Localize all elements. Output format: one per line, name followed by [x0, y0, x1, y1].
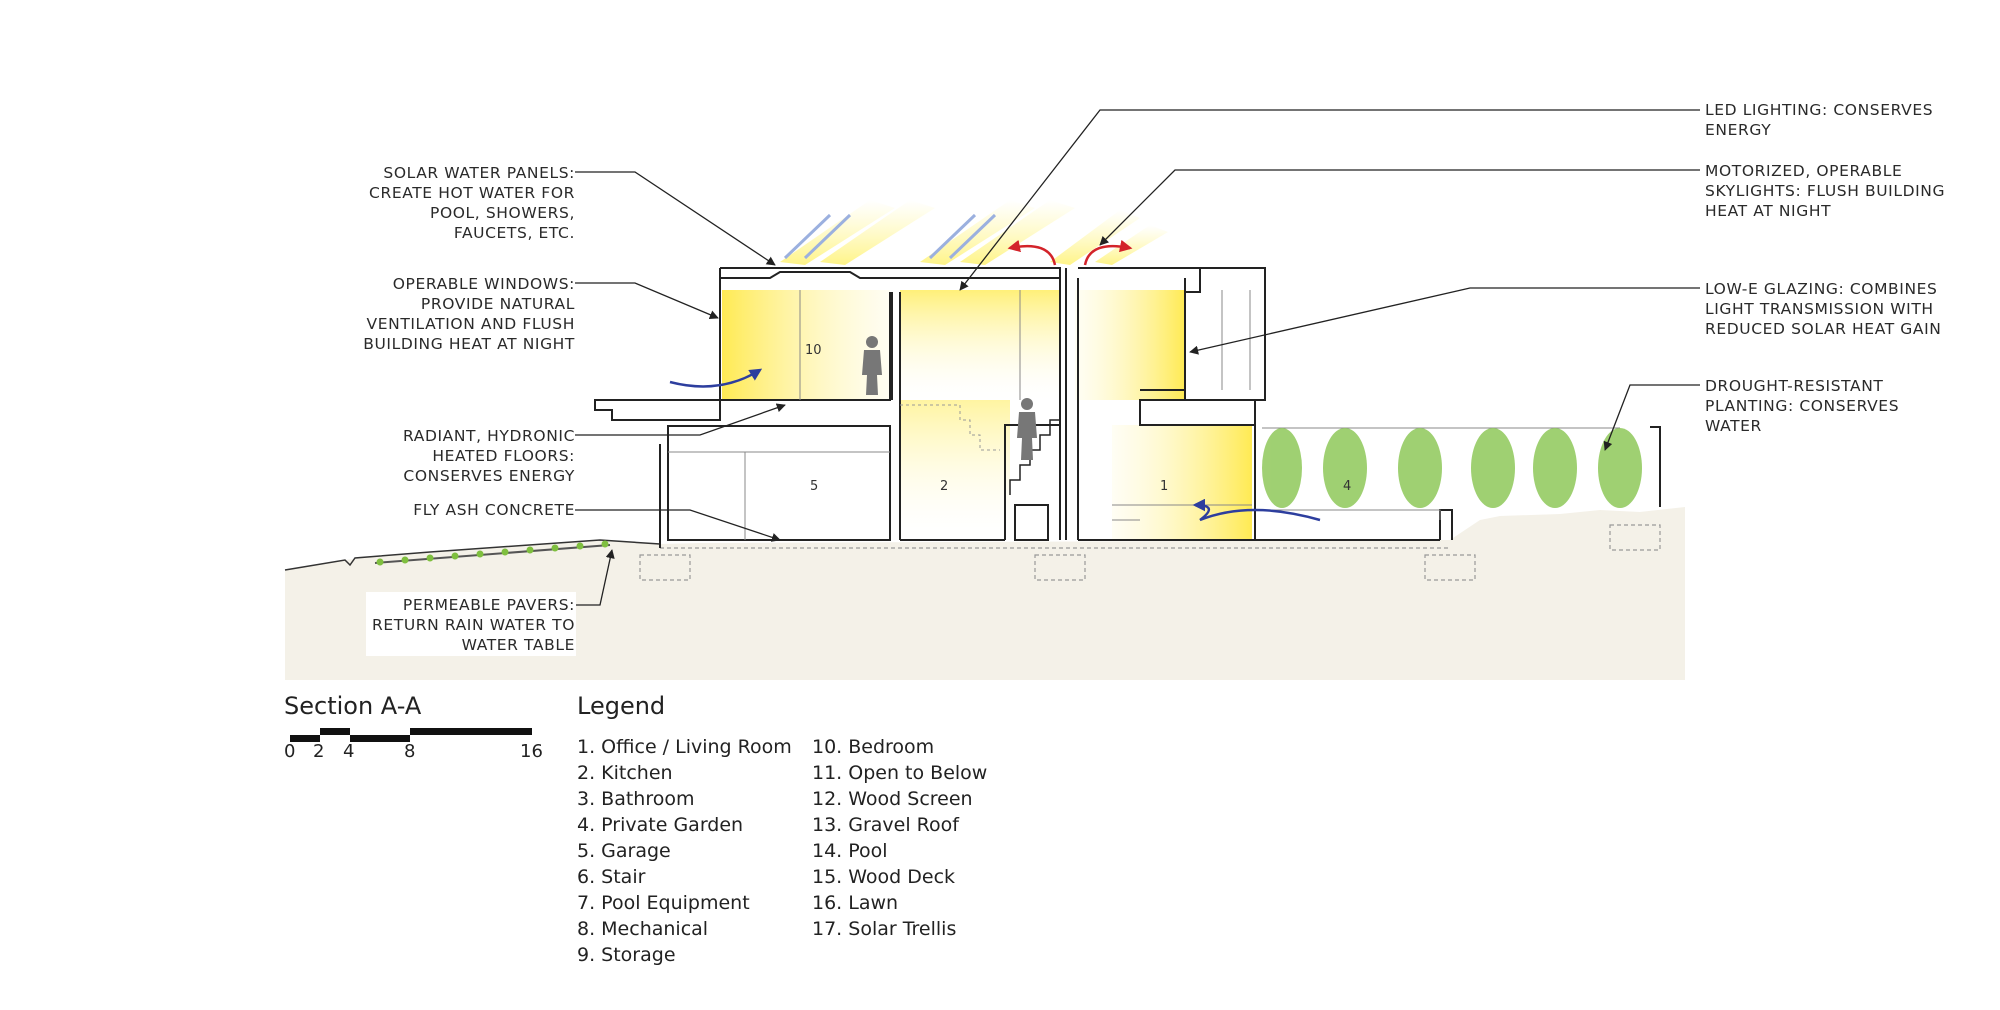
legend-item: 10. Bedroom: [812, 736, 935, 758]
legend-item: 1. Office / Living Room: [577, 736, 792, 758]
building-section: [594, 267, 1661, 548]
legend-item: 2. Kitchen: [577, 762, 673, 784]
ground-line: [284, 539, 661, 571]
legend-item: 15. Wood Deck: [812, 866, 956, 888]
legend-item: 17. Solar Trellis: [812, 918, 957, 940]
pavers-label-bg: [366, 592, 576, 656]
scale-label-8: 8: [404, 741, 416, 762]
section-title: Section A-A: [284, 692, 422, 720]
legend-item: 5. Garage: [577, 840, 671, 862]
permeable-pavers: [374, 540, 611, 566]
scale-label-4: 4: [343, 741, 355, 762]
legend-item: 7. Pool Equipment: [577, 892, 750, 914]
legend-column-2: 10. Bedroom 11. Open to Below 12. Wood S…: [812, 734, 987, 942]
kitchen-light: [900, 400, 1010, 540]
blue-airflow-arrow-2: [1192, 498, 1321, 522]
upper-center-light: [900, 290, 1060, 400]
red-skylight-arrow-r: [1083, 239, 1133, 266]
legend-title: Legend: [577, 692, 666, 720]
living-light: [1112, 425, 1252, 540]
scale-bar: [290, 728, 532, 742]
room-number-4: 4: [1343, 479, 1352, 494]
annotation-fly-ash: FLY ASH CONCRETE: [413, 501, 575, 519]
leader-lines: [575, 109, 1700, 606]
legend-column-1: 1. Office / Living Room 2. Kitchen 3. Ba…: [577, 734, 792, 968]
ground-fill: [285, 507, 1685, 680]
legend-item: 14. Pool: [812, 840, 888, 862]
legend-item: 12. Wood Screen: [812, 788, 973, 810]
scale-label-0: 0: [284, 741, 296, 762]
stair-dashed: [900, 404, 1000, 451]
thin-lines: [668, 290, 1620, 540]
legend-item: 13. Gravel Roof: [812, 814, 959, 836]
legend-item: 4. Private Garden: [577, 814, 744, 836]
scale-label-2: 2: [313, 741, 325, 762]
footings: [639, 524, 1661, 581]
person-figure: [862, 336, 1037, 460]
bedroom-light: [722, 290, 890, 400]
legend-item: 11. Open to Below: [812, 762, 988, 784]
legend-item: 16. Lawn: [812, 892, 899, 914]
room-number-10: 10: [805, 343, 822, 358]
red-skylight-arrow-l: [1007, 239, 1057, 266]
legend-item: 3. Bathroom: [577, 788, 695, 810]
legend-item: 6. Stair: [577, 866, 646, 888]
room-number-1: 1: [1160, 479, 1169, 494]
legend-item: 8. Mechanical: [577, 918, 709, 940]
scale-label-16: 16: [520, 741, 543, 762]
room-number-2: 2: [940, 479, 949, 494]
room-number-5: 5: [810, 479, 819, 494]
legend-item: 9. Storage: [577, 944, 676, 966]
blue-airflow-arrow: [669, 368, 763, 388]
drought-planting: [1262, 428, 1642, 508]
sun-rays: [780, 200, 1168, 265]
upper-right-light: [1075, 290, 1185, 400]
solar-panel-rays: [783, 213, 997, 260]
